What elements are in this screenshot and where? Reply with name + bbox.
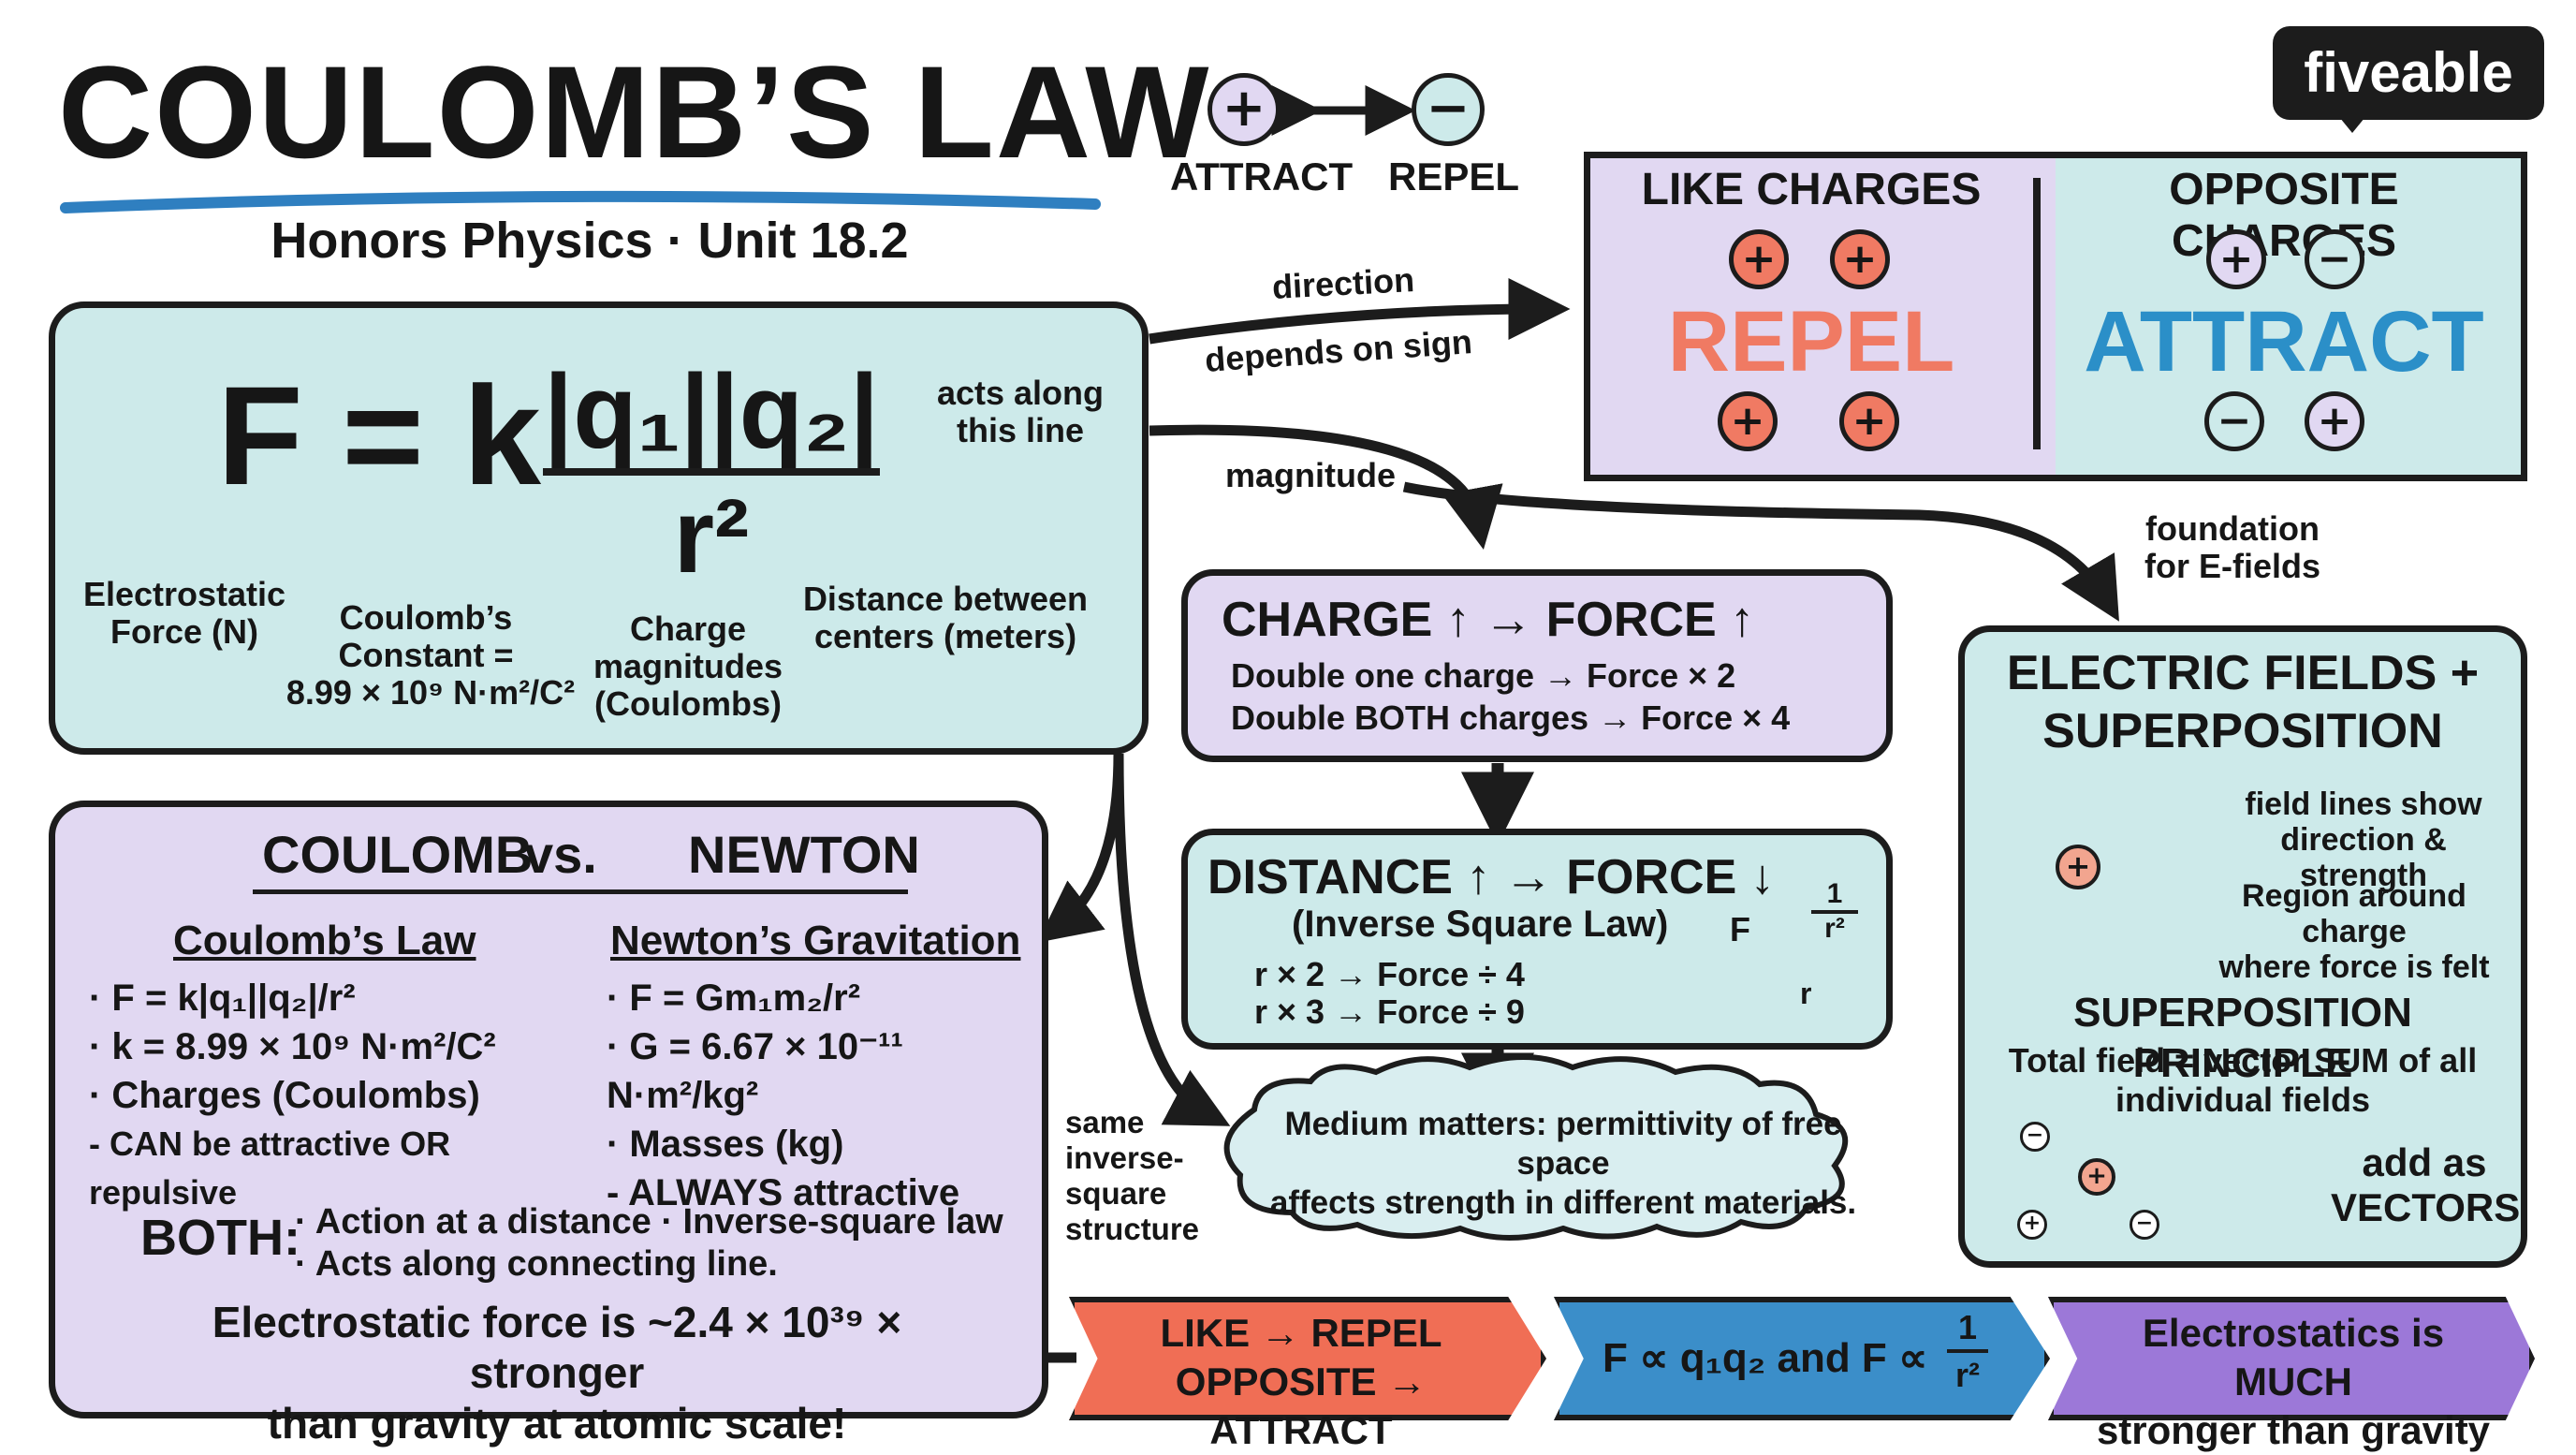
plus-charge-icon: + [2206,229,2266,289]
formula-numerator: |q₁||q₂| [543,353,880,470]
both-line2: · Acts along connecting line. [295,1244,778,1284]
both-line1: · Action at a distance · Inverse-square … [295,1202,1003,1242]
add-vectors-label: add as VECTORS [2331,1140,2521,1229]
newton-list: · F = Gm₁m₂/r² · G = 6.67 × 10⁻¹¹ N·m²/k… [607,974,1046,1217]
distance-force-box [1181,829,1893,1050]
efields-box [1958,625,2527,1268]
same-structure-label: same inverse- square structure [1065,1105,1200,1246]
comparison-title-left: COULOMB [262,825,534,884]
distance-force-line2: r × 3 → Force ÷ 9 [1254,992,1525,1031]
comparison-box [49,801,1048,1418]
medium-cloud-shape [1223,1054,1849,1241]
distance-force-subtitle: (Inverse Square Law) [1292,904,1669,945]
acts-along-label: acts along this line [936,374,1105,449]
foundation-label: foundation for E-fields [2144,509,2320,585]
list-item: · Charges (Coulombs) [89,1075,480,1116]
charge-magnitudes-label: Charge magnitudes (Coulombs) [593,610,783,723]
formula-box [49,301,1149,755]
list-item: - ALWAYS attractive [607,1172,960,1213]
plus-charge-icon: + [1718,391,1778,451]
list-item: · k = 8.99 × 10⁹ N·m²/C² [89,1026,496,1067]
distance-force-title: DISTANCE ↑ → FORCE ↓ [1208,850,1775,904]
fiveable-logo-text: fiveable [2304,41,2513,104]
list-item: · F = Gm₁m₂/r² [607,977,861,1019]
list-item: · Masses (kg) [607,1124,844,1165]
banner-fraction-num: 1 [1947,1306,1988,1353]
graph-x-label: r [1800,977,1812,1010]
plus-charge-icon: + [2305,391,2364,451]
charge-force-title: CHARGE ↑ → FORCE ↑ [1222,593,1755,647]
efields-note2: Region around charge where force is felt [2218,878,2490,985]
efields-note1: field lines show direction & strength [2245,786,2482,893]
attract-effect: ATTRACT [2084,294,2484,389]
graph-fraction-num: 1 [1811,878,1858,914]
charge-force-line2: Double BOTH charges → Force × 4 [1231,698,1791,737]
opposite-charges-title: OPPOSITE CHARGES [2169,165,2399,266]
banner-like-opposite [1069,1297,1546,1420]
page-title: COULOMB’S LAW [58,38,1211,185]
medium-cloud-text: Medium matters: permittivity of free spa… [1269,1106,1857,1221]
strength-highlight: Electrostatic force is ~2.4 × 10³⁹ × str… [212,1298,902,1448]
coulomb-column-heading: Coulomb’s Law [173,918,476,963]
list-item: - CAN be attractive OR repulsive [89,1124,451,1212]
comparison-title-mid: vs. [524,825,597,884]
plus-charge-icon: + [2078,1158,2115,1196]
arrow-foundation [1402,481,2119,622]
plus-charge-icon: + [2017,1210,2047,1240]
minus-charge-icon: − [1412,73,1485,146]
banner-proportionality-text: F ∝ q₁q₂ and F ∝ [1603,1335,1928,1381]
arrow-to-comparison [1037,753,1124,943]
formula-denominator: r² [673,478,750,595]
graph-fraction-den: r² [1824,913,1845,944]
arrow-same-structure [1113,753,1231,1126]
like-charges-title: LIKE CHARGES [1641,165,1982,214]
distance-force-line1: r × 2 → Force ÷ 4 [1254,955,1525,993]
title-underline [60,190,1101,213]
both-label: BOTH: [140,1210,300,1266]
superposition-title: SUPERPOSITION PRINCIPLE [2073,990,2412,1086]
coulomb-list: · F = k|q₁||q₂|/r² · k = 8.99 × 10⁹ N·m²… [89,974,557,1217]
minus-charge-icon: − [2305,229,2364,289]
superposition-text: Total field = vector SUM of all individu… [2008,1041,2478,1119]
logo-tail [2335,112,2369,133]
constant-label: Coulomb’s Constant = [338,598,514,674]
fraction-bar [543,468,880,476]
banner-electrostatics-text: Electrostatics is MUCH stronger than gra… [2096,1311,2491,1452]
plus-charge-icon: + [1208,73,1281,146]
plus-charge-icon: + [1839,391,1899,451]
comparison-title-right: NEWTON [688,825,920,884]
magnitude-label: magnitude [1224,456,1396,494]
charge-force-line1: Double one charge → Force × 2 [1231,656,1736,695]
efields-title: ELECTRIC FIELDS + SUPERPOSITION [2006,646,2480,758]
repel-effect: REPEL [1667,294,1955,389]
banner-proportionality [1554,1297,2050,1420]
constant-value: 8.99 × 10⁹ N·m²/C² [285,673,576,712]
list-item: · F = k|q₁||q₂|/r² [89,977,356,1019]
plus-charge-icon: + [1830,229,1890,289]
list-item: · G = 6.67 × 10⁻¹¹ N·m²/kg² [607,1026,903,1116]
graph-y-label: F [1730,910,1750,948]
banner-fraction-den: r² [1955,1356,1980,1394]
banner-electrostatics [2048,1297,2535,1420]
distance-label: Distance between centers (meters) [802,580,1089,655]
minus-charge-icon: − [2204,391,2264,451]
minus-charge-icon: − [2020,1122,2050,1152]
fiveable-logo[interactable]: fiveable [2273,26,2544,120]
comparison-title-underline [253,889,908,894]
charge-force-box [1181,569,1893,762]
minus-charge-icon: − [2130,1210,2159,1240]
legend-attract-label: ATTRACT [1170,154,1354,198]
banner-like-opposite-text: LIKE → REPEL OPPOSITE → ATTRACT [1160,1311,1442,1452]
arrow-direction [1149,278,1571,345]
charges-divider [2033,178,2041,449]
formula-F-equals-k: F = k [217,357,541,514]
page-subtitle: Honors Physics · Unit 18.2 [271,213,909,269]
plus-charge-icon: + [2056,845,2100,889]
newton-column-heading: Newton’s Gravitation [610,918,1021,963]
force-label: Electrostatic Force (N) [82,575,286,651]
legend-repel-label: REPEL [1388,154,1520,198]
plus-charge-icon: + [1729,229,1789,289]
